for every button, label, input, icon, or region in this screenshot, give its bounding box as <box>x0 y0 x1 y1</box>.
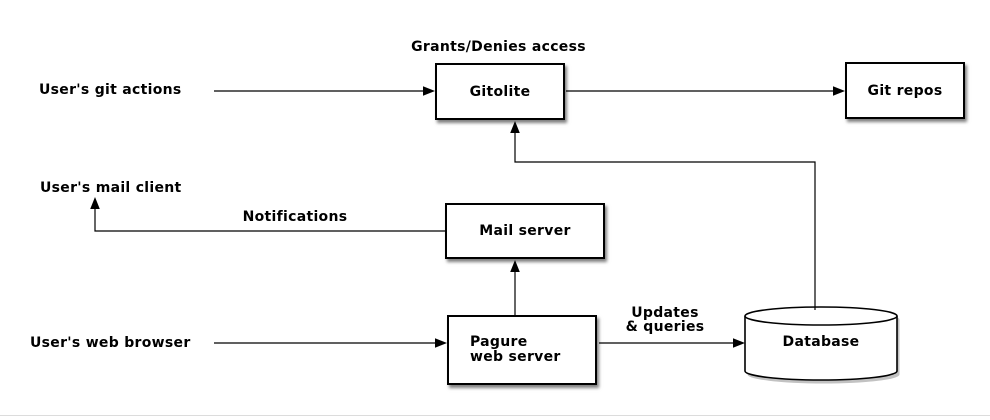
database-cylinder-body <box>744 316 898 381</box>
gitolite-node-label: Gitolite <box>469 83 531 100</box>
git-repos-node: Git repos <box>845 62 965 119</box>
user-web-browser-label: User's web browser <box>30 335 191 351</box>
updates-queries-label: Updates & queries <box>600 306 730 334</box>
mail-server-node-label: Mail server <box>479 223 571 239</box>
pagure-node-label-line1: Pagure <box>470 334 528 350</box>
grants-denies-access-label: Grants/Denies access <box>411 39 586 55</box>
database-cylinder-top <box>744 306 898 326</box>
arrow-mail-server-to-mail-client <box>90 197 445 232</box>
arrow-git-actions-to-gitolite <box>214 86 435 96</box>
arrow-pagure-to-database <box>599 338 745 348</box>
arrow-gitolite-to-git-repos <box>566 86 845 96</box>
user-git-actions-label: User's git actions <box>39 82 182 98</box>
database-node-label: Database <box>782 334 860 350</box>
arrow-database-to-gitolite <box>510 121 816 310</box>
user-mail-client-label: User's mail client <box>40 180 182 196</box>
updates-queries-label-line1: Updates <box>631 305 699 321</box>
git-repos-node-label: Git repos <box>867 82 943 99</box>
updates-queries-label-line2: & queries <box>625 319 705 335</box>
gitolite-node: Gitolite <box>435 63 565 120</box>
arrow-web-browser-to-pagure <box>214 338 447 348</box>
mail-server-node: Mail server <box>445 203 605 259</box>
database-cylinder <box>744 306 900 384</box>
pagure-node-label-line2: web server <box>470 349 561 365</box>
arrow-pagure-to-mail-server <box>510 260 520 315</box>
notifications-label: Notifications <box>242 209 348 225</box>
pagure-web-server-node: Pagure web server <box>447 315 597 385</box>
page-bottom-divider <box>0 415 990 416</box>
